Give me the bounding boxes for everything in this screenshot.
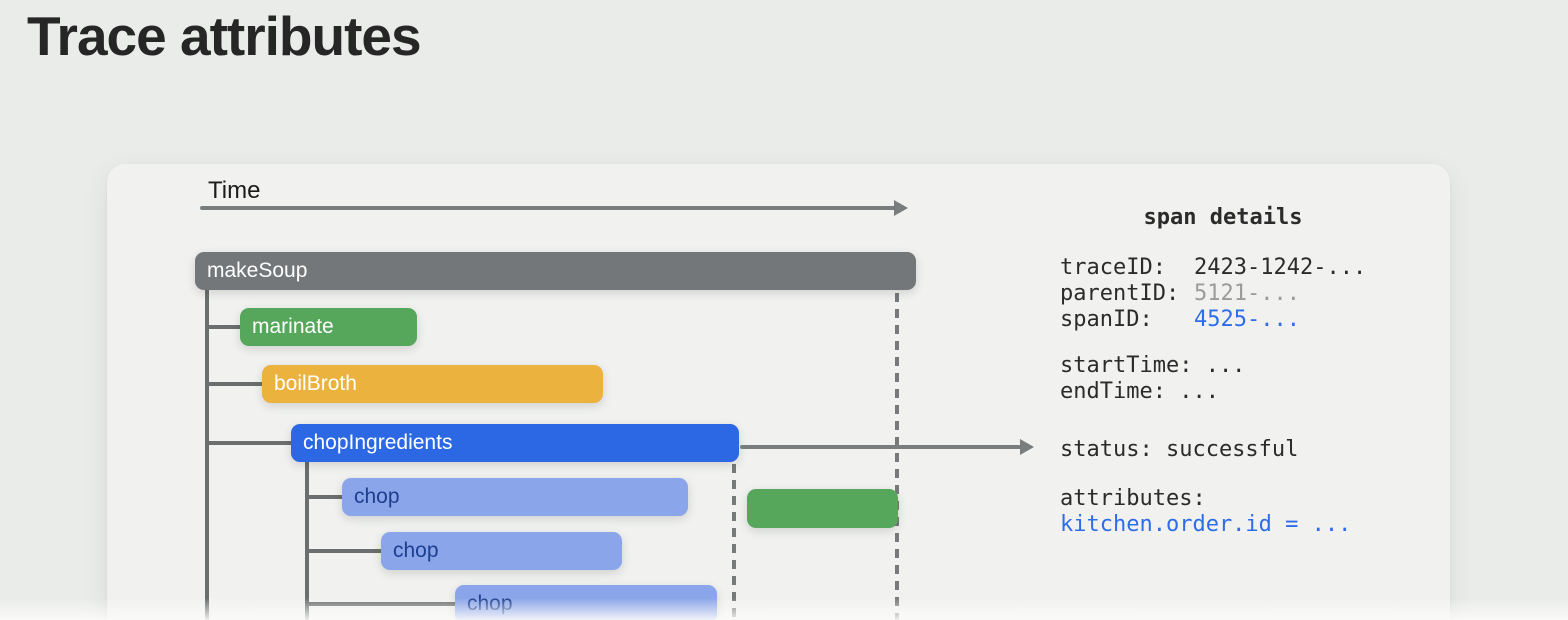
start-time-row: startTime: ... bbox=[1060, 353, 1246, 378]
tree-branch-chop2 bbox=[305, 549, 383, 553]
tree-trunk-chopingredients bbox=[305, 460, 309, 620]
attributes-label: attributes: bbox=[1060, 486, 1206, 511]
span-bar-marinate-label: marinate bbox=[252, 315, 334, 338]
span-id-value: 4525-... bbox=[1194, 307, 1300, 332]
span-bar-green-unlabeled bbox=[747, 489, 898, 528]
span-details-panel: span details traceID: 2423-1242-... pare… bbox=[1060, 205, 1386, 545]
status-pointer-line bbox=[740, 445, 1022, 449]
span-bar-makesoup-label: makeSoup bbox=[207, 259, 308, 282]
status-pointer-arrowhead-icon bbox=[1020, 439, 1034, 455]
attribute-value: kitchen.order.id = ... bbox=[1060, 512, 1352, 537]
trace-id-value: 2423-1242-... bbox=[1194, 255, 1367, 280]
span-bar-boilbroth: boilBroth bbox=[262, 365, 603, 403]
span-bar-chop-2: chop bbox=[381, 532, 622, 570]
span-details-time-rows: startTime: ... endTime: ... bbox=[1060, 353, 1245, 405]
span-bar-chop-1: chop bbox=[342, 478, 688, 516]
span-bar-chop-1-label: chop bbox=[354, 485, 400, 508]
tree-branch-chop1 bbox=[305, 495, 344, 499]
span-bar-chop-3: chop bbox=[455, 585, 717, 620]
attributes-block: attributes: kitchen.order.id = ... bbox=[1060, 486, 1351, 538]
time-axis-arrowhead-icon bbox=[894, 200, 908, 216]
trace-id-label: traceID: bbox=[1060, 255, 1166, 280]
span-bar-chop-3-label: chop bbox=[467, 592, 513, 615]
span-bar-marinate: marinate bbox=[240, 308, 417, 346]
dashed-guide-left bbox=[732, 464, 736, 620]
tree-branch-chopingredients bbox=[205, 441, 293, 445]
span-id-row: spanID: 4525-... bbox=[1060, 307, 1366, 333]
span-bar-chop-2-label: chop bbox=[393, 539, 439, 562]
span-id-label: spanID: bbox=[1060, 307, 1153, 332]
trace-id-row: traceID: 2423-1242-... bbox=[1060, 255, 1366, 281]
page-title: Trace attributes bbox=[27, 5, 422, 67]
parent-id-value: 5121-... bbox=[1194, 281, 1300, 306]
tree-branch-marinate bbox=[205, 325, 242, 329]
tree-branch-chop3 bbox=[305, 602, 457, 606]
end-time-row: endTime: ... bbox=[1060, 379, 1219, 404]
parent-id-row: parentID: 5121-... bbox=[1060, 281, 1366, 307]
span-bar-boilbroth-label: boilBroth bbox=[274, 372, 357, 395]
tree-branch-boilbroth bbox=[205, 382, 264, 386]
time-axis-label: Time bbox=[208, 177, 261, 204]
span-bar-makesoup: makeSoup bbox=[195, 252, 916, 290]
span-details-id-rows: traceID: 2423-1242-... parentID: 5121-..… bbox=[1060, 255, 1366, 333]
status-row: status: successful bbox=[1060, 437, 1299, 462]
parent-id-label: parentID: bbox=[1060, 281, 1180, 306]
span-bar-chopingredients: chopIngredients bbox=[291, 424, 739, 462]
tree-trunk-makesoup bbox=[205, 290, 209, 620]
dashed-guide-right bbox=[895, 293, 899, 620]
time-axis-line bbox=[200, 206, 896, 210]
span-bar-chopingredients-label: chopIngredients bbox=[303, 431, 453, 454]
span-details-heading: span details bbox=[1143, 205, 1303, 230]
